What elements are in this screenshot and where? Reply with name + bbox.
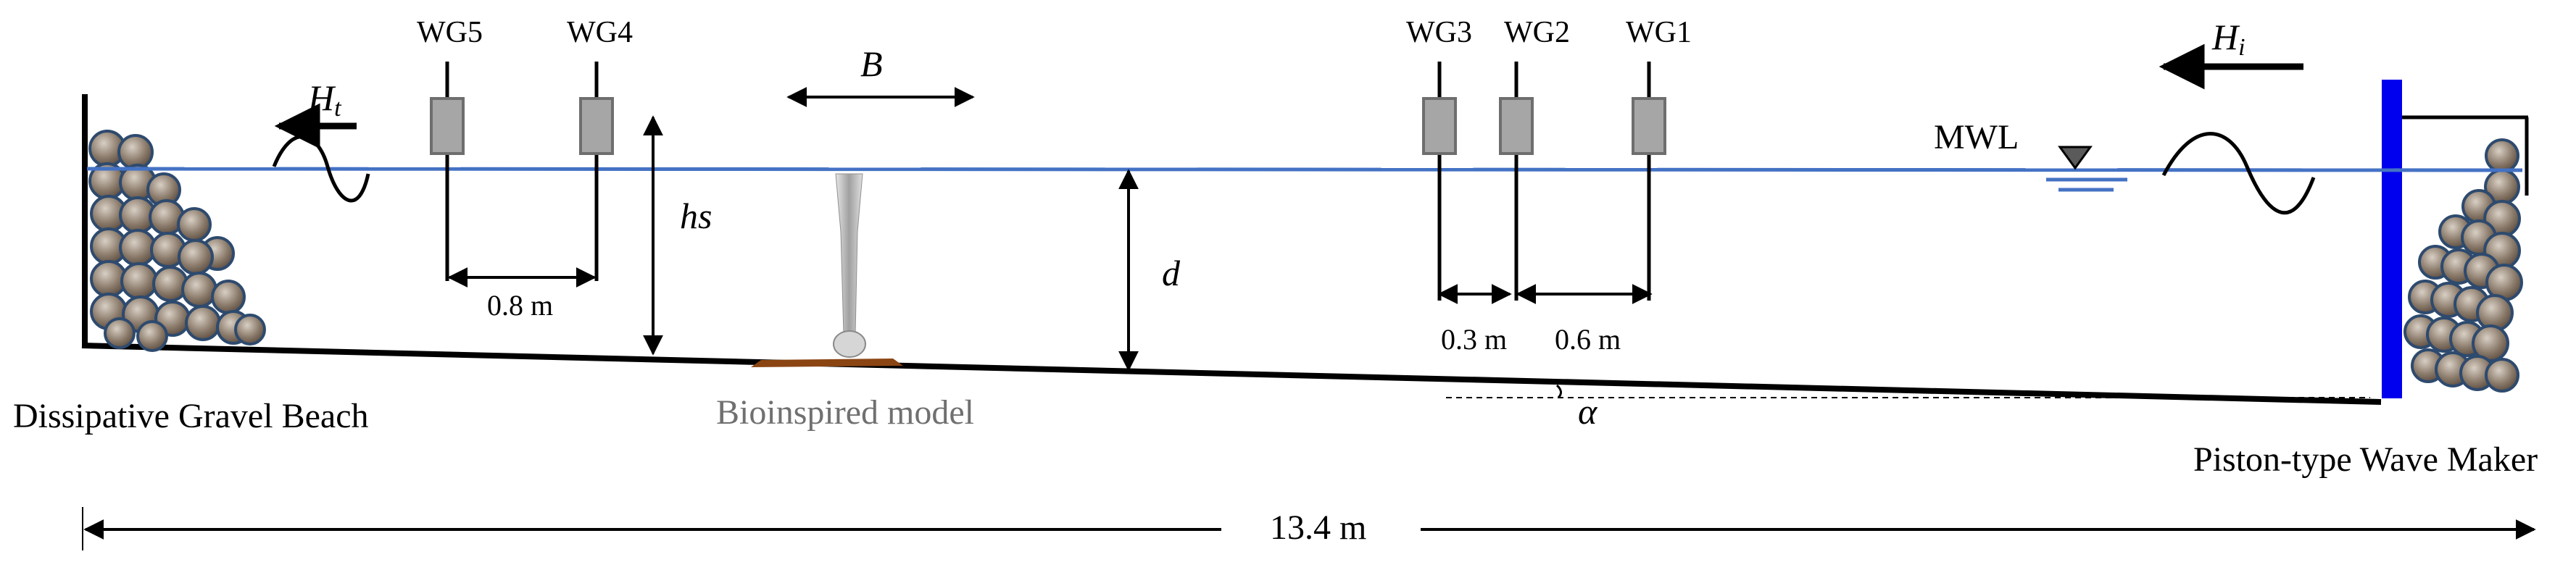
gauge-sensor [1422,97,1457,155]
gravel-pebble [152,266,188,302]
wave-gauges: WG5 WG4 WG3 WG2 WG1 [417,16,1692,301]
gravel-pebble [211,280,246,314]
gravel-beach-left [88,130,266,352]
wave-gauge-wg2: WG2 [1499,16,1570,301]
gauge-sensor [579,97,614,155]
gauge-sensor [1632,97,1666,155]
gauge-label: WG2 [1504,16,1570,49]
slope-angle-arc [1555,384,1562,399]
gravel-pebble [185,305,221,341]
model-label: Bioinspired model [716,393,974,432]
gravel-pebble [234,314,266,345]
gravel-pebble [177,207,212,242]
wave-gauge-wg3: WG3 [1406,16,1472,301]
dim-wg2-wg1-label: 0.6 m [1555,323,1621,356]
incident-wave-label: Hi [2211,17,2245,61]
mwl-label: MWL [1934,118,2019,156]
dim-wg3-wg2-label: 0.3 m [1441,323,1507,356]
beach-label: Dissipative Gravel Beach [13,397,369,435]
wave-maker-paddle [2382,80,2402,398]
gravel-pebble [119,229,157,267]
gravel-pebble [117,134,154,170]
mwl-triangle-icon [2058,146,2093,170]
gravel-beach-right [2403,138,2523,393]
wave-gauge-wg5: WG5 [417,16,483,281]
model-body [835,173,863,335]
wave-gauge-wg4: WG4 [567,16,633,281]
flume-bottom [81,343,2382,405]
depth-label: d [1162,253,1181,293]
mean-water-line [86,167,2523,172]
gauge-label: WG3 [1406,16,1472,49]
width-label: B [860,43,883,84]
gravel-pebble [120,262,158,300]
gauge-label: WG5 [417,16,483,49]
transmitted-wave-label: Ht [307,77,342,122]
gauge-sensor [430,97,465,155]
gravel-pebble [104,317,136,349]
hs-label: hs [680,196,712,236]
wave-maker-label: Piston-type Wave Maker [2193,440,2538,479]
gravel-pebble [2485,138,2519,173]
gauge-label: WG4 [567,16,633,49]
slope-label: α [1578,391,1598,432]
gravel-pebble [136,320,168,352]
gauge-sensor [1499,97,1534,155]
wave-gauge-wg1: WG1 [1626,16,1692,301]
dim-wg5-wg4-label: 0.8 m [487,289,553,322]
flume-length-label: 13.4 m [1270,508,1366,547]
gravel-pebble [2485,358,2519,393]
model-base [751,359,903,367]
model-foot [833,330,866,358]
gravel-pebble [181,272,217,308]
gravel-pebble [178,239,214,275]
gauge-label: WG1 [1626,16,1692,49]
incident-wave-sketch [2161,132,2316,215]
